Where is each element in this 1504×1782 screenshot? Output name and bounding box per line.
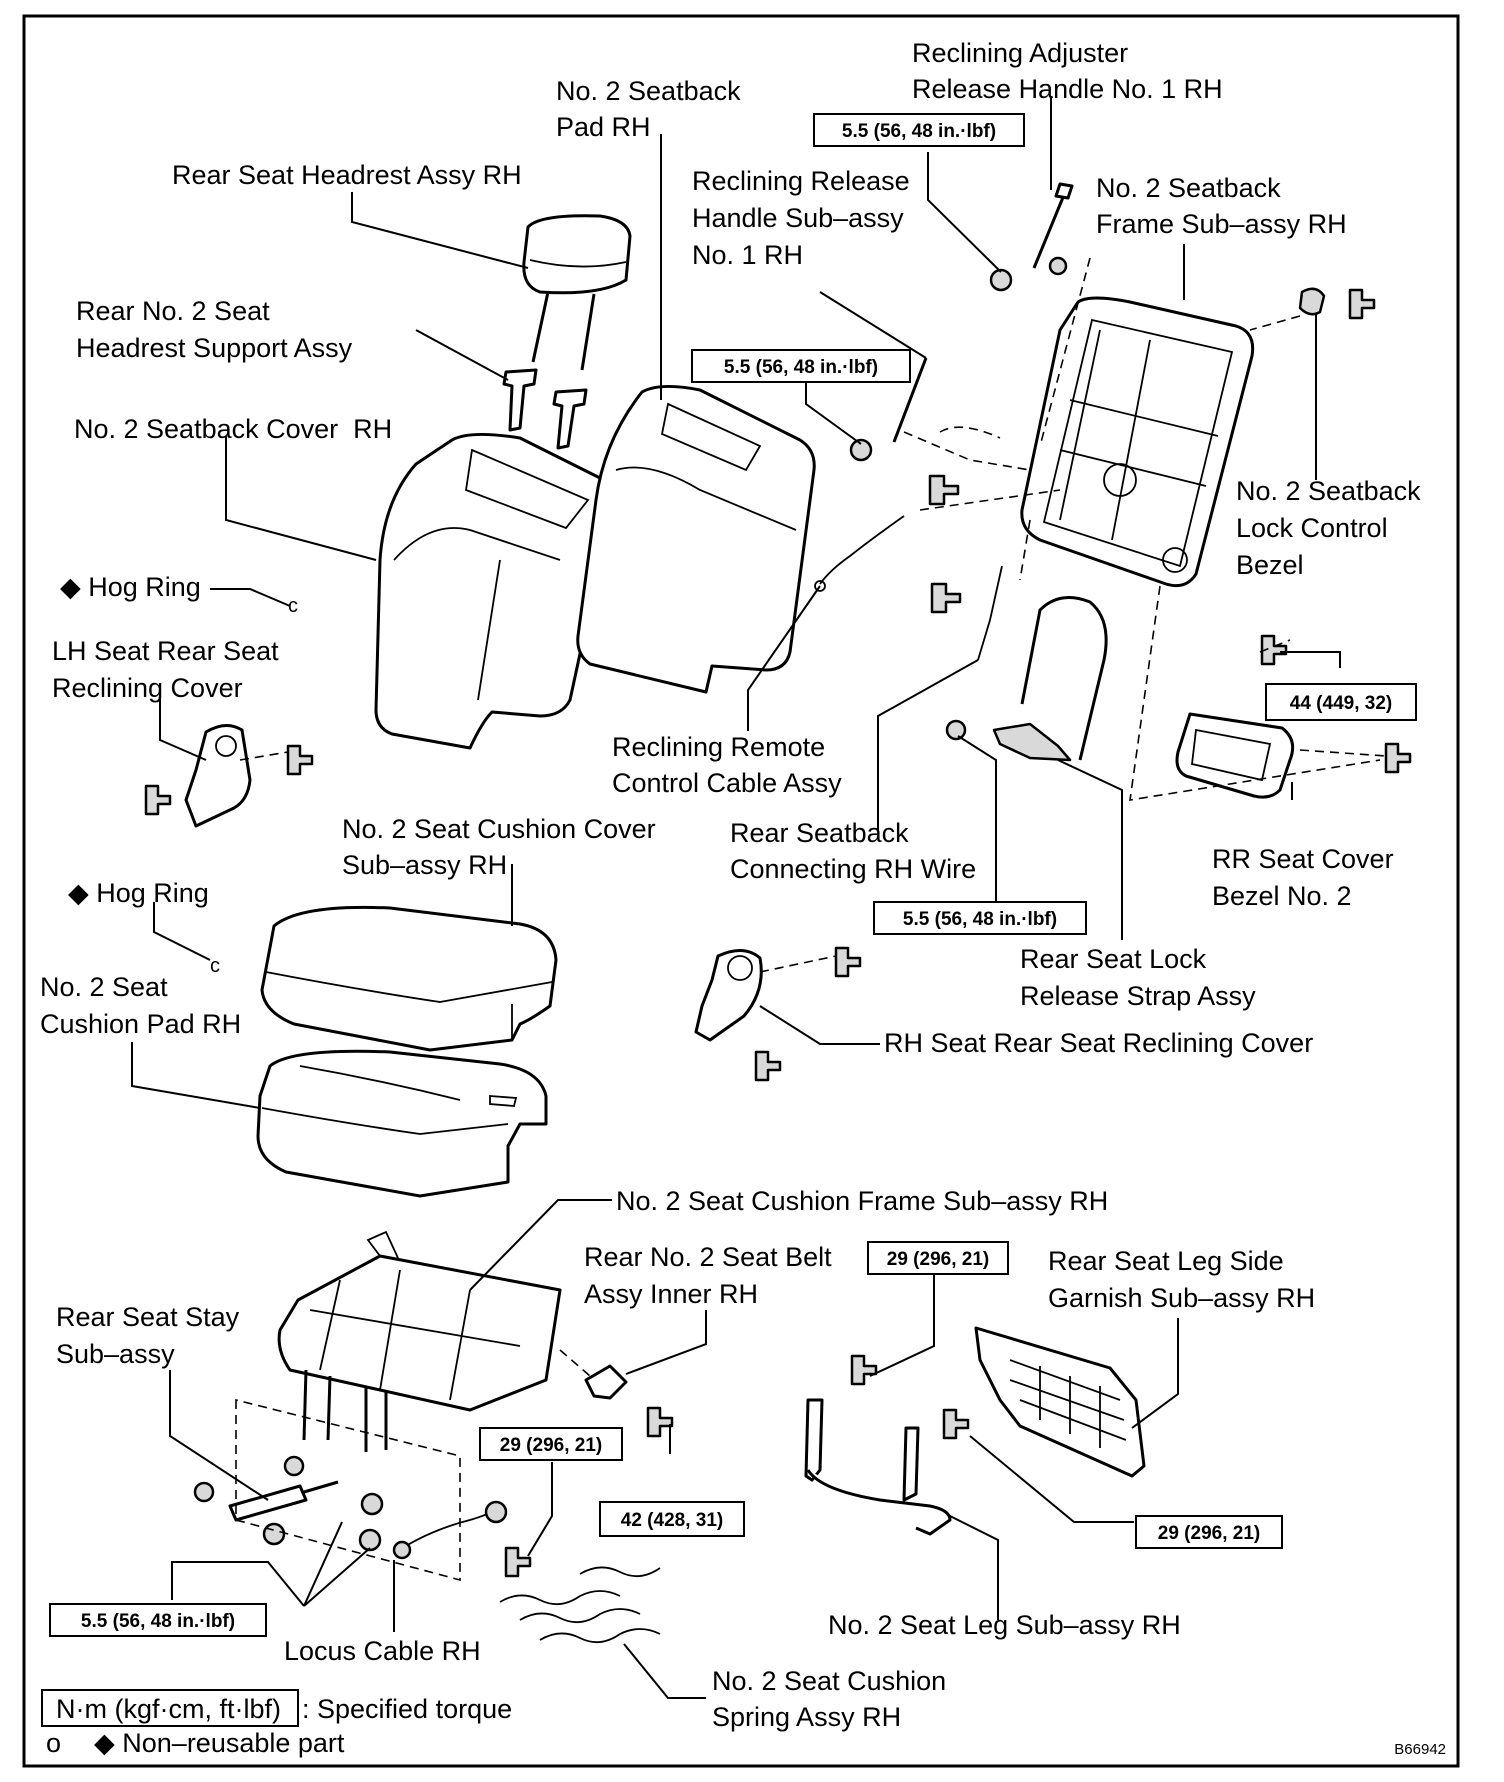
label-rr-seat-cover-bezel: RR Seat Cover Bezel No. 2: [1212, 844, 1401, 911]
torque-release-handle: 5.5 (56, 48 in.·lbf): [691, 349, 911, 383]
label-hog-ring-1: ◆ Hog Ring: [60, 572, 201, 602]
label-leg-side-garnish: Rear Seat Leg Side Garnish Sub–assy RH: [1048, 1246, 1315, 1313]
torque-belt-42: 42 (428, 31): [599, 1501, 745, 1537]
svg-text:5.5 (56, 48 in.·lbf): 5.5 (56, 48 in.·lbf): [903, 909, 1057, 930]
label-hog-ring-2: ◆ Hog Ring: [68, 878, 209, 908]
torque-leg-top: 29 (296, 21): [867, 1241, 1009, 1275]
legend-unit-box: N·m (kgf·cm, ft·lbf): [56, 1694, 281, 1724]
release-handle-part: [849, 357, 928, 462]
seatback-pad-part: [576, 385, 816, 694]
svg-text:42 (428, 31): 42 (428, 31): [621, 1510, 723, 1531]
hog-ring-glyph-1: c: [288, 595, 298, 617]
label-seatback-frame: No. 2 Seatback Frame Sub–assy RH: [1096, 173, 1347, 239]
torque-adjuster: 5.5 (56, 48 in.·lbf): [813, 113, 1025, 147]
lock-bezel-part: [1298, 287, 1376, 320]
label-seat-belt: Rear No. 2 Seat Belt Assy Inner RH: [584, 1242, 839, 1309]
cushion-frame-part: [277, 1230, 562, 1452]
label-cushion-frame: No. 2 Seat Cushion Frame Sub–assy RH: [616, 1186, 1108, 1216]
cushion-spring-part: [499, 1566, 661, 1644]
torque-garnish: 29 (296, 21): [1135, 1515, 1283, 1549]
connecting-wire-part: [928, 474, 1003, 661]
adjuster-handle-part: [989, 182, 1074, 292]
label-lh-reclining-cover: LH Seat Rear Seat Reclining Cover: [52, 636, 286, 703]
svg-text:5.5 (56, 48 in.·lbf): 5.5 (56, 48 in.·lbf): [724, 357, 878, 378]
label-reclining-adjuster-handle: Reclining Adjuster Release Handle No. 1 …: [912, 38, 1223, 104]
legend-mark-circle: o: [46, 1728, 61, 1758]
leg-side-garnish-part: [974, 1326, 1146, 1478]
figure-code: B66942: [1394, 1741, 1446, 1758]
label-seatback-pad: No. 2 Seatback Pad RH: [556, 76, 748, 142]
label-cushion-pad: No. 2 Seat Cushion Pad RH: [40, 972, 241, 1039]
seatback-frame-part: [1020, 296, 1255, 588]
rr-bezel-part: [1175, 634, 1412, 799]
label-locus-cable: Locus Cable RH: [284, 1636, 481, 1666]
seatback-cover-part: [374, 432, 615, 750]
label-connecting-wire: Rear Seatback Connecting RH Wire: [730, 818, 976, 884]
label-rh-reclining-cover: RH Seat Rear Seat Reclining Cover: [884, 1028, 1313, 1058]
seat-leg-part: [804, 1354, 970, 1536]
cushion-pad-part: [256, 1049, 548, 1198]
label-remote-cable: Reclining Remote Control Cable Assy: [612, 732, 842, 798]
svg-text:29 (296, 21): 29 (296, 21): [887, 1249, 989, 1270]
lock-release-strap-part: [945, 596, 1108, 762]
label-cushion-spring: No. 2 Seat Cushion Spring Assy RH: [712, 1666, 954, 1732]
torque-wire: 5.5 (56, 48 in.·lbf): [873, 901, 1087, 935]
label-seat-stay: Rear Seat Stay Sub–assy: [56, 1302, 247, 1369]
cushion-cover-part: [260, 905, 558, 1052]
label-headrest-assy: Rear Seat Headrest Assy RH: [172, 160, 522, 190]
label-cushion-cover: No. 2 Seat Cushion Cover Sub–assy RH: [342, 814, 663, 880]
lh-reclining-cover-part: [144, 724, 314, 828]
label-reclining-release-handle: Reclining Release Handle Sub–assy No. 1 …: [692, 166, 917, 270]
torque-belt: 29 (296, 21): [479, 1427, 623, 1461]
svg-text:44 (449, 32): 44 (449, 32): [1290, 693, 1392, 714]
headrest-part: [522, 214, 632, 371]
torque-frame: 44 (449, 32): [1265, 683, 1417, 721]
seat-belt-part: [584, 1364, 674, 1438]
locus-cable-part: [392, 1500, 532, 1578]
legend: N·m (kgf·cm, ft·lbf) : Specified torque …: [41, 1689, 512, 1758]
torque-stay: 5.5 (56, 48 in.·lbf): [49, 1603, 267, 1637]
label-lock-release-strap: Rear Seat Lock Release Strap Assy: [1020, 944, 1256, 1011]
remote-cable-part: [814, 515, 905, 592]
svg-text:5.5 (56, 48 in.·lbf): 5.5 (56, 48 in.·lbf): [81, 1611, 235, 1632]
label-headrest-support: Rear No. 2 Seat Headrest Support Assy: [76, 296, 353, 363]
legend-mark-desc: ◆ Non–reusable part: [94, 1728, 345, 1758]
svg-text:5.5 (56, 48 in.·lbf): 5.5 (56, 48 in.·lbf): [842, 121, 996, 142]
svg-text:29 (296, 21): 29 (296, 21): [500, 1435, 602, 1456]
leader-lines: [131, 96, 1341, 1699]
hog-ring-glyph-2: c: [210, 955, 220, 977]
label-seat-leg: No. 2 Seat Leg Sub–assy RH: [828, 1610, 1181, 1640]
legend-unit-desc: : Specified torque: [302, 1694, 512, 1724]
headrest-support-part: [502, 368, 588, 450]
figure-frame: [22, 14, 1460, 1768]
label-seatback-cover: No. 2 Seatback Cover RH: [74, 414, 415, 444]
svg-text:29 (296, 21): 29 (296, 21): [1158, 1523, 1260, 1544]
label-lock-control-bezel: No. 2 Seatback Lock Control Bezel: [1236, 476, 1428, 580]
